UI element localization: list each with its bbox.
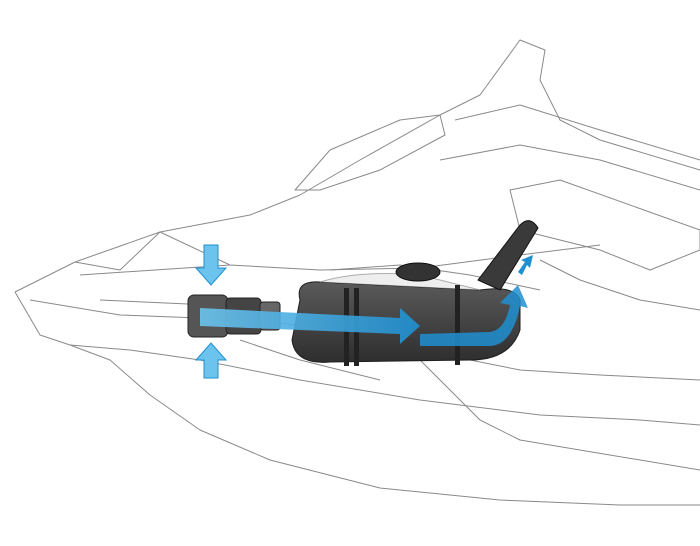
airflow-arrows (194, 244, 533, 379)
intake-arrow-top (194, 244, 228, 286)
hull-outline (14, 39, 700, 506)
intake-arrow-bottom (194, 342, 228, 379)
exit-arrow (518, 255, 533, 275)
main-flow-arrow (200, 308, 420, 344)
vent-pipe (477, 220, 539, 291)
outlet-flow-arrow (420, 285, 528, 346)
tank-cap (395, 262, 441, 282)
